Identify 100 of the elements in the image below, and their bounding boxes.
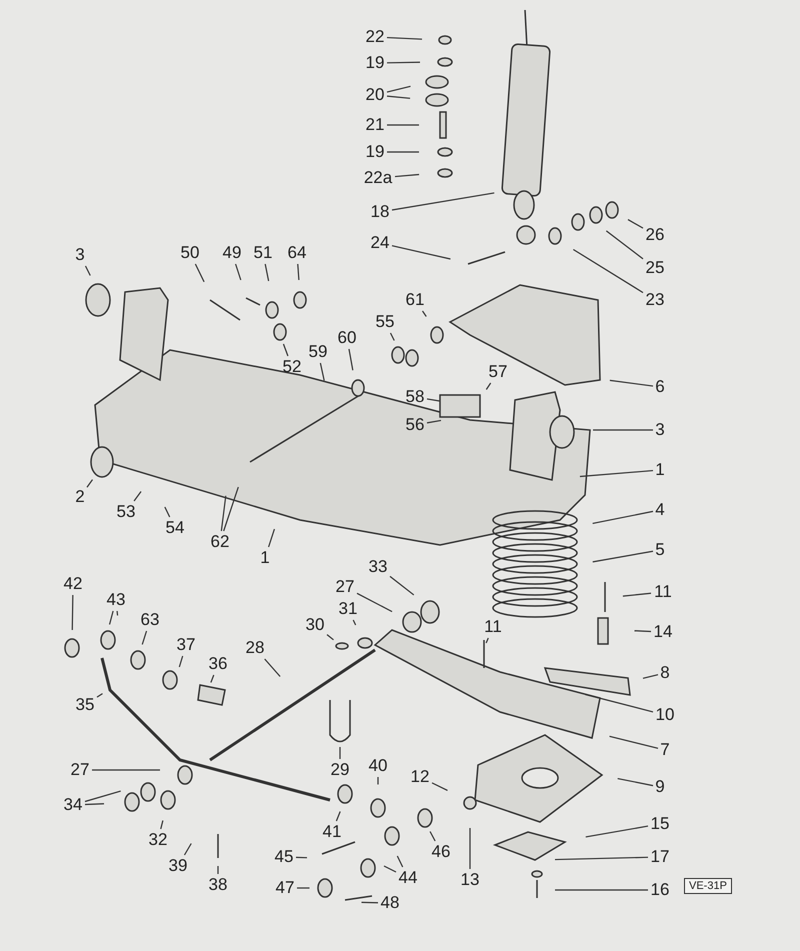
callout-number: 21: [366, 115, 384, 135]
leader-line: [592, 510, 654, 524]
leader-line: [356, 592, 392, 612]
leader-line: [430, 831, 436, 842]
callout-number: 38: [208, 875, 228, 895]
leader-line: [609, 736, 658, 749]
leader-line: [426, 420, 442, 424]
leader-line: [282, 344, 288, 356]
leader-line: [618, 778, 654, 786]
leader-line: [628, 219, 644, 229]
callout-number: 41: [322, 822, 342, 842]
leader-line: [387, 124, 419, 126]
callout-number: 30: [306, 615, 324, 635]
leader-line: [235, 264, 242, 280]
leader-line: [348, 348, 354, 370]
callout-number: 64: [288, 243, 306, 263]
callout-number: 45: [274, 847, 294, 867]
leader-line: [184, 843, 192, 856]
leader-line: [84, 803, 104, 806]
callout-number: 32: [148, 830, 168, 850]
callout-number: 63: [140, 610, 160, 630]
callout-number: 50: [180, 243, 200, 263]
callout-number: 28: [246, 638, 264, 658]
leader-line: [426, 398, 440, 402]
callout-number: 22a: [364, 168, 392, 188]
callout-number: 17: [650, 847, 670, 867]
callout-number: 40: [368, 756, 388, 776]
leader-line: [336, 811, 341, 822]
leader-line: [610, 380, 654, 387]
callout-number: 53: [116, 502, 136, 522]
leader-line: [92, 769, 160, 771]
leader-line: [352, 620, 356, 626]
leader-line: [396, 856, 404, 868]
leader-line: [326, 634, 334, 640]
callout-number: 37: [176, 635, 196, 655]
leader-line: [580, 470, 654, 478]
leader-line: [297, 264, 300, 280]
callout-number: 23: [646, 290, 664, 310]
callout-number: 2: [75, 487, 85, 507]
leader-line: [108, 610, 114, 625]
leader-line: [392, 245, 451, 260]
leader-line: [194, 264, 205, 282]
leader-line: [592, 550, 654, 562]
leader-line: [386, 62, 420, 64]
callout-number: 46: [432, 842, 450, 862]
leader-line: [72, 594, 74, 630]
leader-line: [223, 486, 239, 532]
callout-number: 60: [338, 328, 356, 348]
callout-number: 15: [650, 814, 670, 834]
leader-line: [142, 630, 148, 645]
leader-line: [164, 506, 170, 518]
callout-number: 55: [376, 312, 394, 332]
callout-number: 39: [168, 856, 188, 876]
leader-line: [390, 332, 395, 341]
leader-line: [384, 865, 396, 873]
leader-line: [585, 694, 654, 712]
leader-line: [387, 151, 419, 153]
callout-number: 20: [366, 85, 384, 105]
leader-line: [586, 826, 648, 838]
leader-line: [320, 362, 325, 381]
leader-line: [642, 674, 658, 679]
callout-number: 7: [660, 740, 670, 760]
callout-number: 49: [222, 243, 242, 263]
leader-line: [386, 86, 411, 93]
callout-number: 61: [406, 290, 424, 310]
leader-line: [554, 856, 648, 860]
callout-number: 48: [380, 893, 400, 913]
leader-line: [178, 656, 184, 668]
callout-number: 3: [75, 245, 85, 265]
callout-number: 19: [366, 53, 384, 73]
leader-line: [606, 230, 644, 260]
leader-line: [297, 887, 310, 889]
leader-line: [386, 36, 422, 40]
leader-line: [160, 820, 164, 830]
callout-number: 24: [370, 233, 390, 253]
callout-number: 22: [366, 27, 384, 47]
leader-line: [386, 96, 410, 99]
leader-line: [84, 266, 91, 276]
leader-line: [422, 310, 427, 317]
callout-number: 16: [650, 880, 670, 900]
callout-number: 1: [260, 548, 270, 568]
callout-number: 43: [106, 590, 126, 610]
callout-number: 27: [70, 760, 90, 780]
leader-line: [486, 382, 492, 390]
callout-number: 6: [655, 377, 665, 397]
callout-number: 51: [254, 243, 272, 263]
callout-number: 12: [410, 767, 430, 787]
leader-line: [377, 777, 379, 784]
leader-line: [469, 828, 471, 869]
callout-number: 1: [655, 460, 665, 480]
callout-number: 34: [64, 795, 82, 815]
callout-number: 29: [330, 760, 350, 780]
callout-number: 35: [76, 695, 94, 715]
callout-number: 8: [660, 663, 670, 683]
leader-line: [220, 496, 226, 532]
callout-number: 11: [484, 617, 502, 637]
callout-number: 62: [210, 532, 230, 552]
callout-number: 57: [488, 362, 508, 382]
callout-number: 33: [368, 557, 388, 577]
callout-number: 19: [366, 142, 384, 162]
